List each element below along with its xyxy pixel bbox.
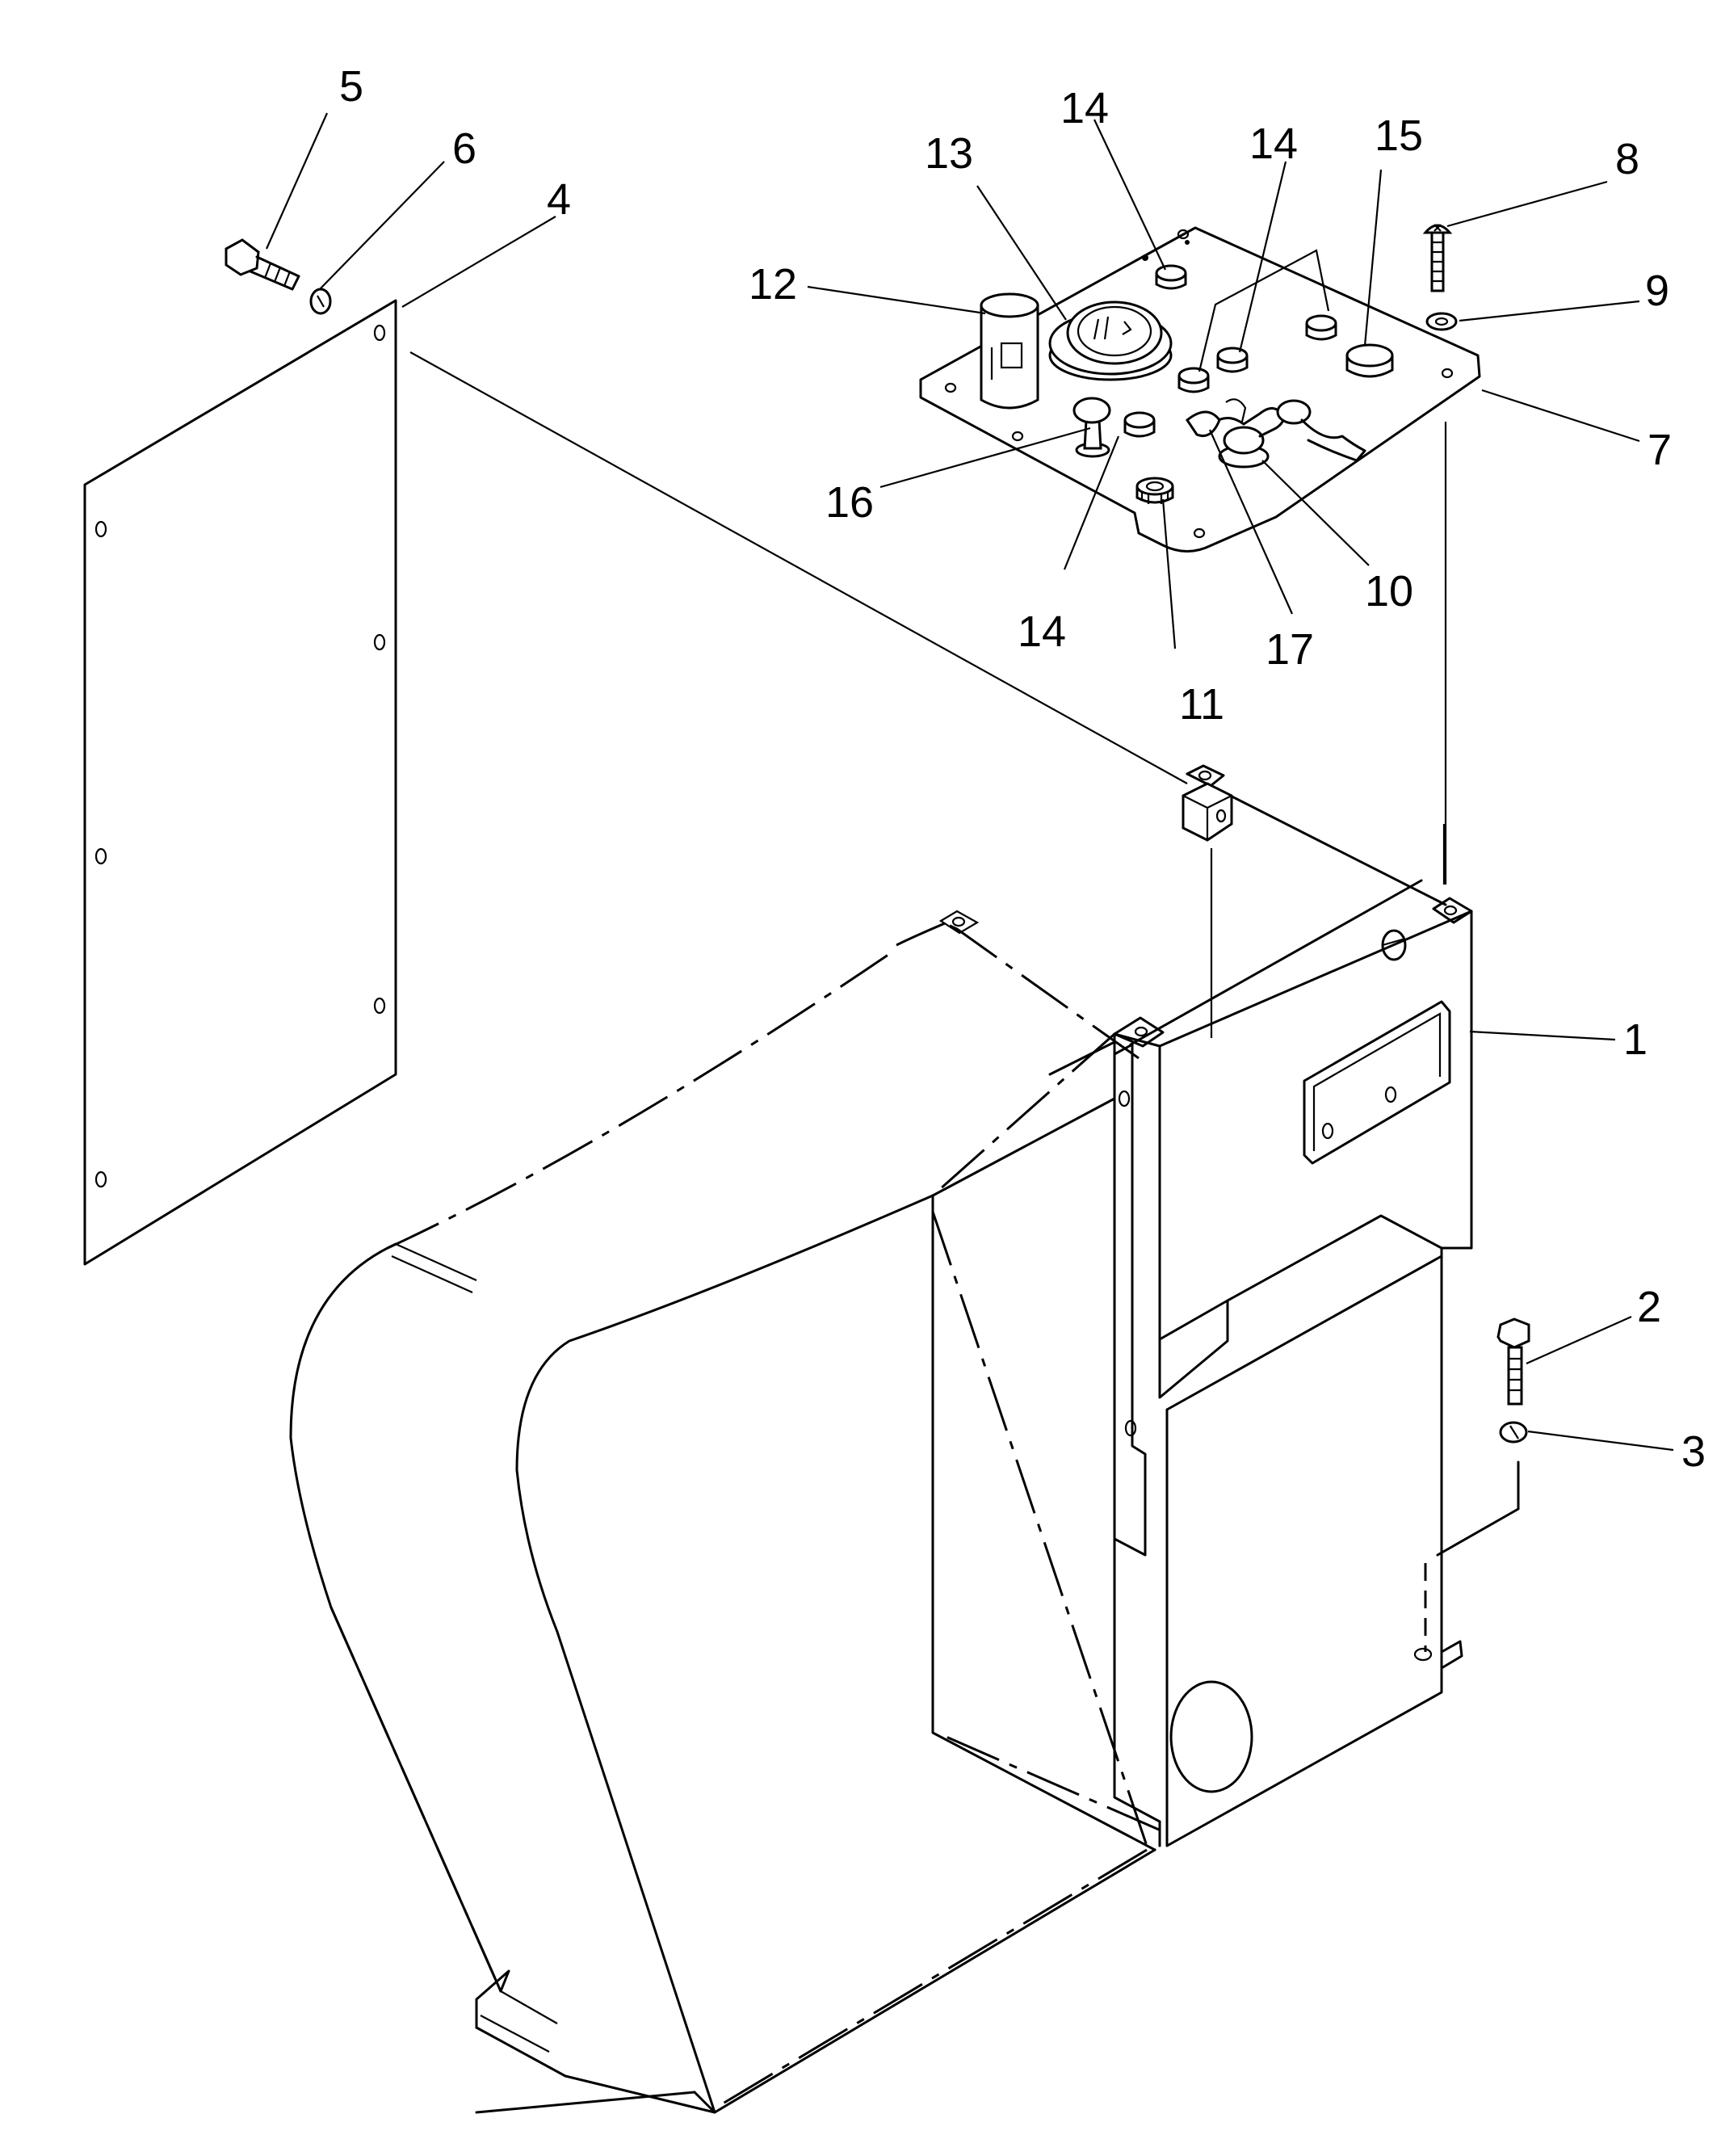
screw-8 xyxy=(1422,224,1453,292)
key-17 xyxy=(1185,398,1247,437)
button-14-top xyxy=(1155,264,1187,290)
callout-16: 16 xyxy=(825,478,874,527)
callout-17: 17 xyxy=(1266,625,1314,674)
side-cover-panel xyxy=(83,299,397,1266)
console-housing xyxy=(1113,764,1520,1847)
plate-dot xyxy=(1185,240,1190,245)
callout-14-bottom: 14 xyxy=(1018,607,1066,656)
callout-11: 11 xyxy=(1179,680,1224,729)
callout-5: 5 xyxy=(339,62,363,111)
push-knob-16 xyxy=(1072,397,1111,458)
button-14-mid xyxy=(1216,347,1249,373)
washer-3 xyxy=(1499,1421,1528,1444)
callout-6: 6 xyxy=(452,124,476,173)
washer-9 xyxy=(1425,312,1458,331)
spring-washer-6 xyxy=(309,288,332,315)
knob-15 xyxy=(1345,343,1394,378)
assembly-lines xyxy=(409,351,1447,1038)
callout-14-right: 14 xyxy=(1249,120,1298,168)
callout-8: 8 xyxy=(1615,135,1639,183)
callout-1: 1 xyxy=(1623,1015,1648,1064)
key-switch-10 xyxy=(1210,399,1366,469)
callout-15: 15 xyxy=(1375,111,1423,160)
button-14-left xyxy=(1177,367,1210,393)
hour-meter-cylinder xyxy=(980,292,1039,410)
plate-dot xyxy=(1142,254,1148,261)
console-left-channel xyxy=(1048,1032,1161,1847)
gauge-13 xyxy=(1048,300,1173,381)
callout-13: 13 xyxy=(925,129,973,178)
callout-9: 9 xyxy=(1645,267,1669,315)
leader-lines xyxy=(265,112,1674,1452)
hex-bolt-5 xyxy=(225,238,300,291)
instrument-plate xyxy=(919,226,1481,553)
callout-4: 4 xyxy=(547,175,571,224)
callout-3: 3 xyxy=(1681,1427,1706,1476)
knurled-nut-11 xyxy=(1135,477,1174,504)
callout-10: 10 xyxy=(1365,567,1413,616)
callout-labels: 1 2 3 4 5 6 7 8 9 10 11 12 13 14 14 14 1… xyxy=(339,62,1706,1476)
callout-12: 12 xyxy=(749,260,797,309)
callout-14-top: 14 xyxy=(1060,84,1109,132)
callout-7: 7 xyxy=(1648,426,1672,474)
button-14-low xyxy=(1123,411,1156,438)
button-14-right xyxy=(1305,314,1337,341)
callout-2: 2 xyxy=(1637,1283,1661,1331)
curved-rear-cover xyxy=(289,910,1160,2114)
hex-bolt-2 xyxy=(1496,1318,1530,1406)
